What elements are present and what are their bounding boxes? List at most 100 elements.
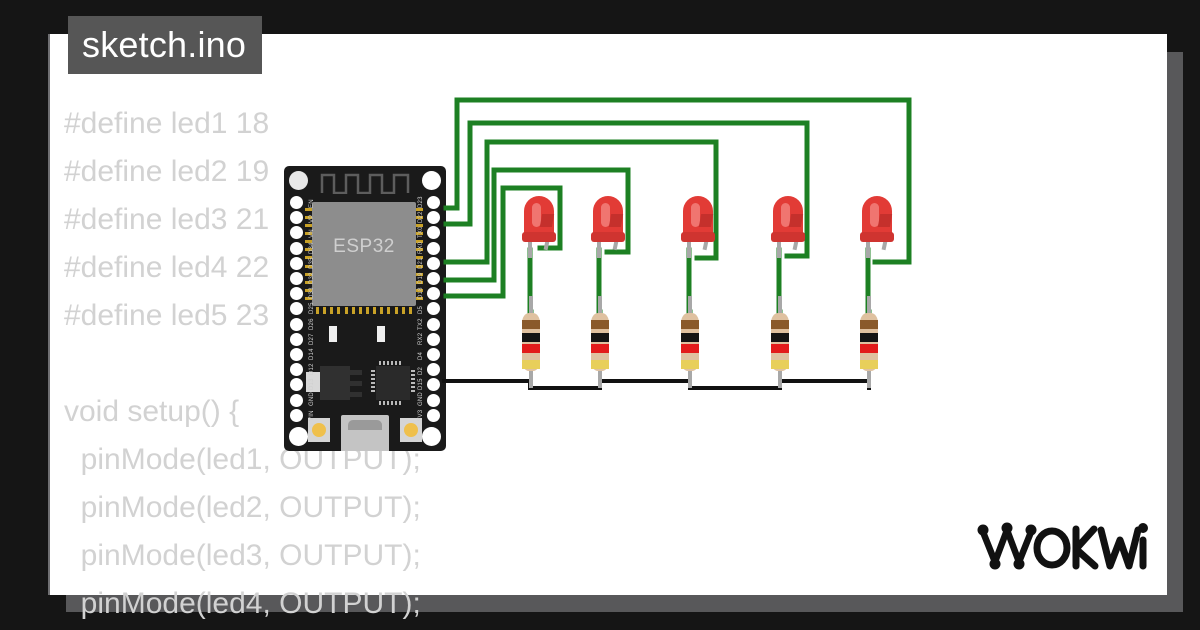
resistor-band [591, 320, 609, 329]
pin-d27[interactable] [290, 332, 303, 346]
pin-d22[interactable] [427, 211, 440, 225]
module-pads-bottom [316, 307, 412, 314]
pin-label-d4: D4 [418, 351, 424, 360]
resistor-5[interactable] [859, 296, 879, 388]
led-flange [681, 232, 715, 242]
pin-rx0[interactable] [427, 241, 440, 255]
pin-label-vn: VN [309, 229, 315, 239]
pin-3v3[interactable] [427, 408, 440, 422]
pin-label-tx2: TX2 [418, 317, 424, 330]
led-shadow [608, 214, 624, 227]
resistor-2[interactable] [590, 296, 610, 388]
usb-slot [348, 420, 382, 430]
smd-component [329, 326, 337, 342]
pin-label-en: EN [309, 199, 315, 208]
pin-label-3v3: 3V3 [418, 409, 424, 421]
led-shadow [698, 214, 714, 227]
pin-label-tx0: TX0 [418, 226, 424, 239]
pin-d12[interactable] [290, 363, 303, 377]
resistor-band [522, 360, 540, 369]
led-flange [771, 232, 805, 242]
file-title-badge: sketch.ino [68, 16, 263, 74]
pin-label-rx2: RX2 [418, 332, 424, 345]
mount-hole [289, 427, 308, 446]
resistor-band [860, 344, 878, 353]
pin-d35[interactable] [290, 256, 303, 270]
chip-label: ESP32 [333, 236, 395, 257]
pin-d32[interactable] [290, 272, 303, 285]
pin-label-d23: D23 [418, 196, 424, 208]
pin-d14[interactable] [290, 348, 303, 361]
pin-tx2[interactable] [427, 317, 440, 331]
resistor-band [860, 333, 878, 342]
pin-d5[interactable] [427, 302, 440, 316]
pin-gnd[interactable] [290, 393, 303, 407]
regulator-tab [306, 372, 322, 392]
boot-button[interactable] [308, 418, 330, 442]
pin-d4[interactable] [427, 348, 440, 361]
resistor-band [681, 320, 699, 329]
chip-pins [379, 361, 403, 365]
led-2[interactable] [590, 196, 626, 258]
pin-label-d5: D5 [418, 306, 424, 315]
pin-d23[interactable] [427, 196, 440, 209]
pin-gnd[interactable] [427, 393, 440, 407]
pin-label-d35: D35 [309, 257, 315, 269]
pin-label-d32: D32 [309, 272, 315, 284]
pin-label-rx0: RX0 [418, 241, 424, 254]
esp32-board[interactable]: ESP32 [284, 166, 446, 451]
pin-tx0[interactable] [427, 226, 440, 240]
en-button[interactable] [400, 418, 422, 442]
pin-rx2[interactable] [427, 332, 440, 346]
led-flange [522, 232, 556, 242]
pin-label-d25: D25 [309, 302, 315, 315]
pin-d34[interactable] [290, 241, 303, 255]
mount-hole [422, 171, 441, 190]
resistor-band [771, 360, 789, 369]
regulator-leg [350, 381, 362, 386]
pin-vin[interactable] [290, 408, 303, 422]
led-shadow [539, 214, 555, 227]
pin-d26[interactable] [290, 317, 303, 331]
led-3[interactable] [680, 196, 716, 258]
resistor-band [860, 360, 878, 369]
resistor-band [681, 344, 699, 353]
resistor-band [771, 320, 789, 329]
resistor-band [681, 360, 699, 369]
led-4[interactable] [770, 196, 806, 258]
mount-hole [289, 171, 308, 190]
led-1[interactable] [521, 196, 557, 258]
pin-d18[interactable] [427, 287, 440, 301]
resistor-1[interactable] [521, 296, 541, 388]
pin-label-d34: D34 [309, 241, 315, 254]
pin-label-d14: D14 [309, 348, 315, 360]
pin-d21[interactable] [427, 256, 440, 270]
pin-vn[interactable] [290, 226, 303, 240]
resistor-3[interactable] [680, 296, 700, 388]
pin-d15[interactable] [427, 378, 440, 392]
usb-serial-chip [376, 366, 410, 400]
pin-d25[interactable] [290, 302, 303, 316]
led-5[interactable] [859, 196, 895, 258]
pin-label-d12: D12 [309, 363, 315, 376]
pin-d2[interactable] [427, 363, 440, 377]
module-pads-right [416, 208, 423, 300]
pin-vp[interactable] [290, 211, 303, 225]
chip-pins [411, 370, 415, 394]
pin-label-d18: D18 [418, 287, 424, 300]
resistor-band [681, 333, 699, 342]
pin-label-d2: D2 [418, 367, 424, 376]
resistor-band [591, 360, 609, 369]
led-flange [860, 232, 894, 242]
antenna-trace-icon [320, 173, 410, 194]
pin-d33[interactable] [290, 287, 303, 301]
pin-d13[interactable] [290, 378, 303, 392]
pin-d19[interactable] [427, 272, 440, 285]
pin-label-vp: VP [309, 214, 315, 224]
pin-en[interactable] [290, 196, 303, 209]
pin-label-d21: D21 [418, 257, 424, 269]
resistor-4[interactable] [770, 296, 790, 388]
voltage-regulator [320, 366, 350, 400]
resistor-band [522, 320, 540, 329]
